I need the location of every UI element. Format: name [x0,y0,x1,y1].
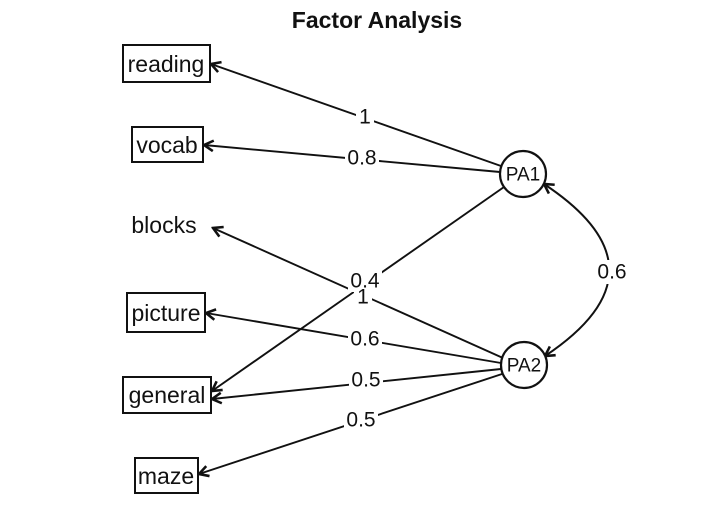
loading-label-pa2-general: 0.5 [351,369,380,392]
label-bg [356,106,374,128]
variable-box-reading [122,44,211,83]
loading-label-pa1-reading: 1 [359,106,371,129]
loading-label-pa1-general: 0.4 [350,270,380,293]
variable-label-reading: reading [128,51,205,77]
label-bg [344,409,378,431]
loading-label-pa2-blocks: 1 [357,286,369,309]
factor-label-pa1: PA1 [506,165,541,186]
label-bg [354,286,372,307]
variable-label-maze: maze [138,463,194,489]
loading-label-pa2-maze: 0.5 [346,409,375,432]
label-bg [345,147,379,169]
variable-box-general [122,376,212,414]
label-bg [349,369,383,391]
loading-label-pa1-vocab: 0.8 [347,147,376,170]
variable-label-blocks: blocks [131,212,196,238]
loading-label-pa2-picture: 0.6 [350,328,379,351]
label-bg [348,328,382,350]
variable-label-picture: picture [131,300,200,326]
variable-box-picture [126,292,206,333]
variable-label-vocab: vocab [136,132,197,158]
variable-box-maze [134,457,199,494]
variable-box-vocab [131,126,204,163]
factor-node-pa1 [498,149,548,199]
diagram-title: Factor Analysis [292,7,462,33]
factor-label-pa2: PA2 [507,356,542,377]
variable-label-general: general [129,382,206,408]
factor-node-pa2 [499,340,549,390]
label-bg [593,260,631,284]
correlation-label-pa1-pa2: 0.6 [597,261,626,284]
